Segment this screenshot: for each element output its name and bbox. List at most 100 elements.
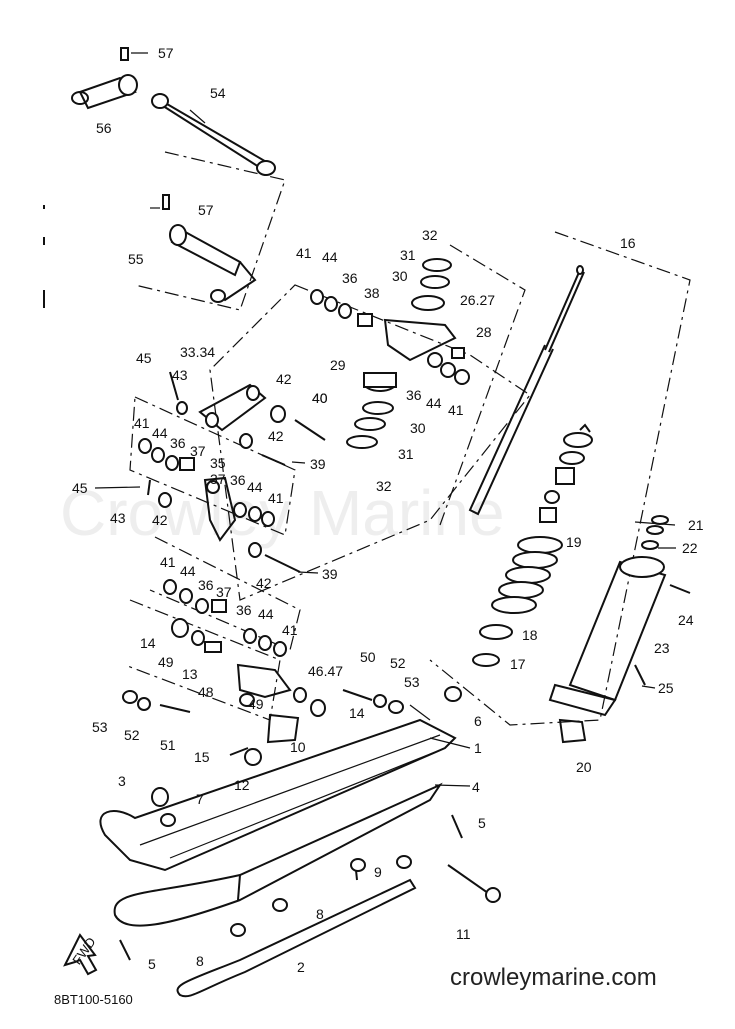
callout-label: 9 [374,864,382,880]
callout-label: 40 [312,390,328,406]
callout-label: 28 [476,324,492,340]
coil-spring [472,423,593,667]
site-label: crowleymarine.com [450,964,657,991]
linkage-arm [198,383,267,542]
pivot-block [122,663,404,766]
callout-label: 53 [404,674,420,690]
callout-label: 52 [124,727,140,743]
callout-label: 7 [196,791,204,807]
callout-label: 21 [688,517,704,533]
callout-label: 23 [654,640,670,656]
callout-label: 56 [96,120,112,136]
callout-label: 20 [576,759,592,775]
callout-label: 57 [198,202,214,218]
callout-label: 52 [390,655,406,671]
callout-label: 48 [198,684,214,700]
leader-lines [94,52,676,787]
callout-label: 53 [92,719,108,735]
callout-label: 26.27 [460,292,495,308]
callout-label: 41 [448,402,464,418]
callout-label: 14 [140,635,156,651]
callout-label: 38 [364,285,380,301]
callout-label: 39 [310,456,326,472]
callout-label: 44 [322,249,338,265]
callout-label: 37 [210,471,226,487]
callout-label: 19 [566,534,582,550]
callout-label: 6 [474,713,482,729]
callout-label: 10 [290,739,306,755]
watermark: Crowley Marine [60,477,505,549]
callout-label: 30 [392,268,408,284]
callout-label: 32 [422,227,438,243]
callout-label: 41 [268,490,284,506]
callout-label: 49 [248,696,264,712]
callout-label: 40 [312,390,328,406]
shock-body [548,515,691,744]
callout-label: 16 [620,235,636,251]
callout-label: 55 [128,251,144,267]
callout-label: 44 [258,606,274,622]
upper-mount [310,258,470,449]
callout-label: 50 [360,649,376,665]
callout-label: 43 [110,510,126,526]
callout-label: 5 [478,815,486,831]
callout-label: 45 [72,480,88,496]
callout-label: 1 [474,740,482,756]
callout-label: 46.47 [308,663,343,679]
callout-label: 3 [118,773,126,789]
callout-label: 13 [182,666,198,682]
bushings-left [138,401,326,717]
tie-rod-54 [151,93,276,176]
callout-label: 45 [136,350,152,366]
callout-label: 32 [376,478,392,494]
callout-label: 17 [510,656,526,672]
callout-label: 35 [210,455,226,471]
callout-label: 43 [172,367,188,383]
callout-label: 49 [158,654,174,670]
group-outlines [124,151,691,726]
callout-label: 4 [472,779,480,795]
callout-label: 44 [247,479,263,495]
callout-label: 36 [170,435,186,451]
callout-label: 44 [152,425,168,441]
callout-label: 36 [230,472,246,488]
fwd-arrow: FWD [63,933,99,976]
callout-label: 25 [658,680,674,696]
callout-label: 2 [297,959,305,975]
callout-label: 36 [236,602,252,618]
callout-label: 36 [198,577,214,593]
callout-label: 41 [134,415,150,431]
callout-label: 42 [152,512,168,528]
callout-label: 44 [180,563,196,579]
callout-label: 12 [234,777,250,793]
callout-label: 5 [148,956,156,972]
ski [99,686,462,998]
grab-handle-upper [71,47,138,110]
callout-label: 14 [349,705,365,721]
callout-label: 42 [276,371,292,387]
callout-label: 42 [268,428,284,444]
callout-label: 33.34 [180,344,215,360]
callout-label: 8 [196,953,204,969]
callout-label: 31 [398,446,414,462]
edge-marks [43,205,45,308]
callout-labels: 57 54 56 57 55 33.34 45 43 42 40 41 44 3… [72,45,704,975]
damper-rod [468,265,585,516]
callout-label: 15 [194,749,210,765]
fwd-arrow-label: FWD [69,934,98,967]
callout-label: 41 [296,245,312,261]
callout-label: 41 [282,622,298,638]
callout-label: 11 [456,926,471,942]
callout-label: 51 [160,737,176,753]
callout-label: 37 [190,443,206,459]
bolts [119,371,501,961]
handle-assembly-55 [162,194,257,303]
callout-label: 36 [406,387,422,403]
diagram-code: 8BT100-5160 [54,992,133,1007]
callout-label: 39 [322,566,338,582]
callout-label: 41 [160,554,176,570]
callout-label: 44 [426,395,442,411]
callout-label: 37 [216,584,232,600]
callout-label: 18 [522,627,538,643]
